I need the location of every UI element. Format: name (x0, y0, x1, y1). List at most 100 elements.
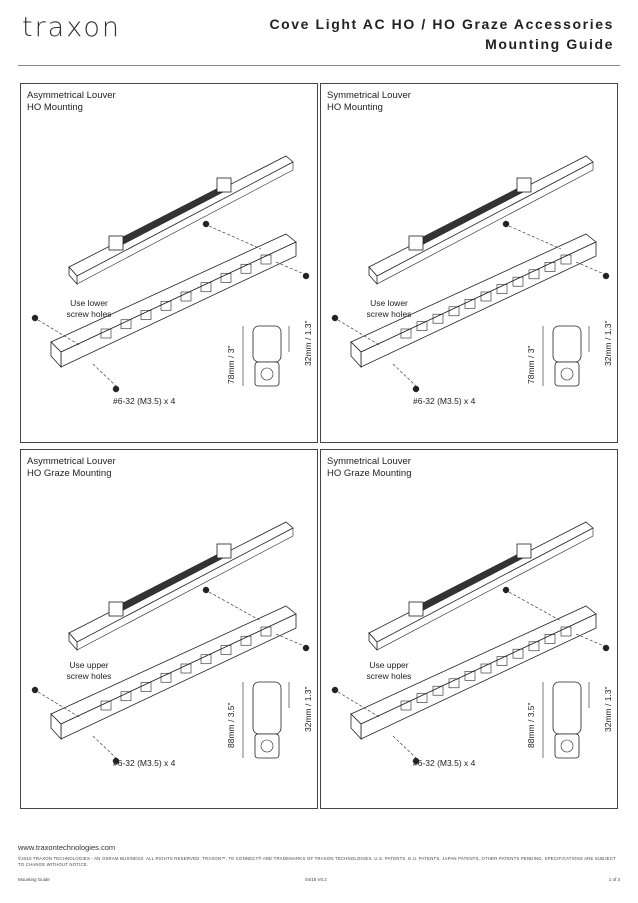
screw (331, 686, 339, 694)
height-dimension-label: 88mm / 3.5" (526, 702, 536, 748)
louver-cell (560, 626, 572, 637)
page-number: 1 of 3 (608, 877, 620, 882)
legal-notice: ©2015 TRAXON TECHNOLOGIES - AN OSRAM BUS… (18, 856, 616, 867)
louver-cell (544, 634, 556, 644)
screw-hole-note: Use upper screw holes (49, 660, 129, 682)
screw-hole-note-line-2: screw holes (66, 309, 112, 319)
fixture-lens (412, 549, 532, 614)
profile-lens (260, 739, 274, 753)
screw-hole-note-line-2: screw holes (366, 309, 412, 319)
fixture-bottom-edge (376, 535, 594, 651)
height-dimension-label: 88mm / 3.5" (226, 702, 236, 748)
mounting-clip (516, 543, 532, 559)
screw (302, 272, 310, 280)
panel-title-line-2: HO Graze Mounting (327, 468, 412, 479)
profile-fixture-body (254, 733, 280, 759)
width-dimension-label: 32mm / 1.3" (603, 320, 613, 366)
louver-cell (496, 284, 508, 294)
profile-fixture-body (554, 361, 580, 387)
screw-guide-line (92, 363, 117, 387)
louver-cell (160, 672, 172, 683)
louver-cell (240, 263, 252, 274)
louver-cell (200, 654, 212, 665)
panel-asymmetrical-ho-mounting: Asymmetrical Louver HO Mounting Use lowe… (20, 83, 318, 443)
panel-title-line-2: HO Mounting (327, 102, 383, 113)
screw (31, 314, 39, 322)
screw (412, 385, 420, 393)
louver-channel-end (350, 341, 362, 369)
screw-guide-line (208, 225, 262, 250)
mounting-clip (408, 235, 424, 251)
width-dimension-label: 32mm / 1.3" (603, 686, 613, 732)
louver-cell (120, 319, 132, 330)
mounting-illustration (331, 155, 610, 393)
screw-hole-note-line-1: Use upper (69, 660, 109, 670)
mounting-clip (108, 601, 124, 617)
louver-cell (180, 291, 192, 302)
louver-cell (100, 328, 112, 339)
panel-title: Asymmetrical Louver HO Mounting (27, 90, 116, 114)
fixture-lens (112, 183, 232, 248)
version-label: 04/15 V0.2 (305, 877, 327, 882)
height-dimension-label: 78mm / 3" (526, 345, 536, 384)
mounting-illustration (331, 521, 610, 765)
louver-cell (416, 693, 428, 703)
width-dimension-label: 32mm / 1.3" (303, 686, 313, 732)
panel-title-line-1: Asymmetrical Louver (27, 456, 116, 467)
profile-bracket (252, 325, 282, 363)
louver-cell (416, 321, 428, 331)
louver-cell (560, 254, 572, 265)
screw-spec-label: #6-32 (M3.5) x 4 (413, 396, 476, 406)
profile-lens (260, 367, 274, 381)
louver-cell (528, 269, 540, 280)
fixture-lens (412, 183, 532, 248)
louver-cell (220, 645, 232, 655)
screw (502, 586, 510, 594)
screw-guide-line (275, 633, 305, 647)
screw-guide-line (392, 363, 417, 387)
profile-lens (560, 367, 574, 381)
screw (502, 220, 510, 228)
screw-hole-note-line-2: screw holes (66, 671, 112, 681)
screw-guide-line (575, 261, 605, 275)
screw-hole-note-line-1: Use upper (369, 660, 409, 670)
document-title: Cove Light AC HO / HO Graze Accessories … (269, 14, 614, 54)
louver-cell (400, 328, 412, 339)
mounting-illustration (31, 155, 310, 393)
panel-title-line-1: Symmetrical Louver (327, 456, 411, 467)
screw (302, 644, 310, 652)
louver-cell (180, 663, 192, 674)
screw-guide-line (208, 591, 262, 622)
screw-guide-line (337, 691, 382, 719)
screw (202, 586, 210, 594)
mounting-clip (216, 177, 232, 193)
panel-symmetrical-ho-mounting: Symmetrical Louver HO Mounting Use lower… (320, 83, 618, 443)
screw-guide-line (392, 735, 417, 759)
screw (331, 314, 339, 322)
title-line-1: Cove Light AC HO / HO Graze Accessories (269, 16, 614, 32)
panel-asymmetrical-ho-graze-mounting: Asymmetrical Louver HO Graze Mounting Us… (20, 449, 318, 809)
louver-cell (512, 648, 524, 659)
screw-spec-label: #6-32 (M3.5) x 4 (413, 758, 476, 768)
screw-spec-label: #6-32 (M3.5) x 4 (113, 758, 176, 768)
screw-hole-note: Use lower screw holes (49, 298, 129, 320)
screw (202, 220, 210, 228)
panel-title-line-2: HO Mounting (27, 102, 83, 113)
louver-cell (432, 685, 444, 696)
louver-cell (140, 682, 152, 692)
mounting-clip (408, 601, 424, 617)
profile-fixture-body (254, 361, 280, 387)
profile-bracket (252, 681, 282, 735)
website-link[interactable]: www.traxontechnologies.com (18, 843, 116, 852)
louver-cell (496, 656, 508, 666)
fixture-bottom-edge (76, 535, 294, 651)
screw (112, 385, 120, 393)
louver-cell (260, 254, 272, 265)
mounting-clip (516, 177, 532, 193)
screw (602, 272, 610, 280)
louver-cell (432, 313, 444, 324)
louver-cell (448, 678, 460, 689)
title-line-2: Mounting Guide (485, 36, 614, 52)
louver-cell (160, 300, 172, 311)
screw (31, 686, 39, 694)
